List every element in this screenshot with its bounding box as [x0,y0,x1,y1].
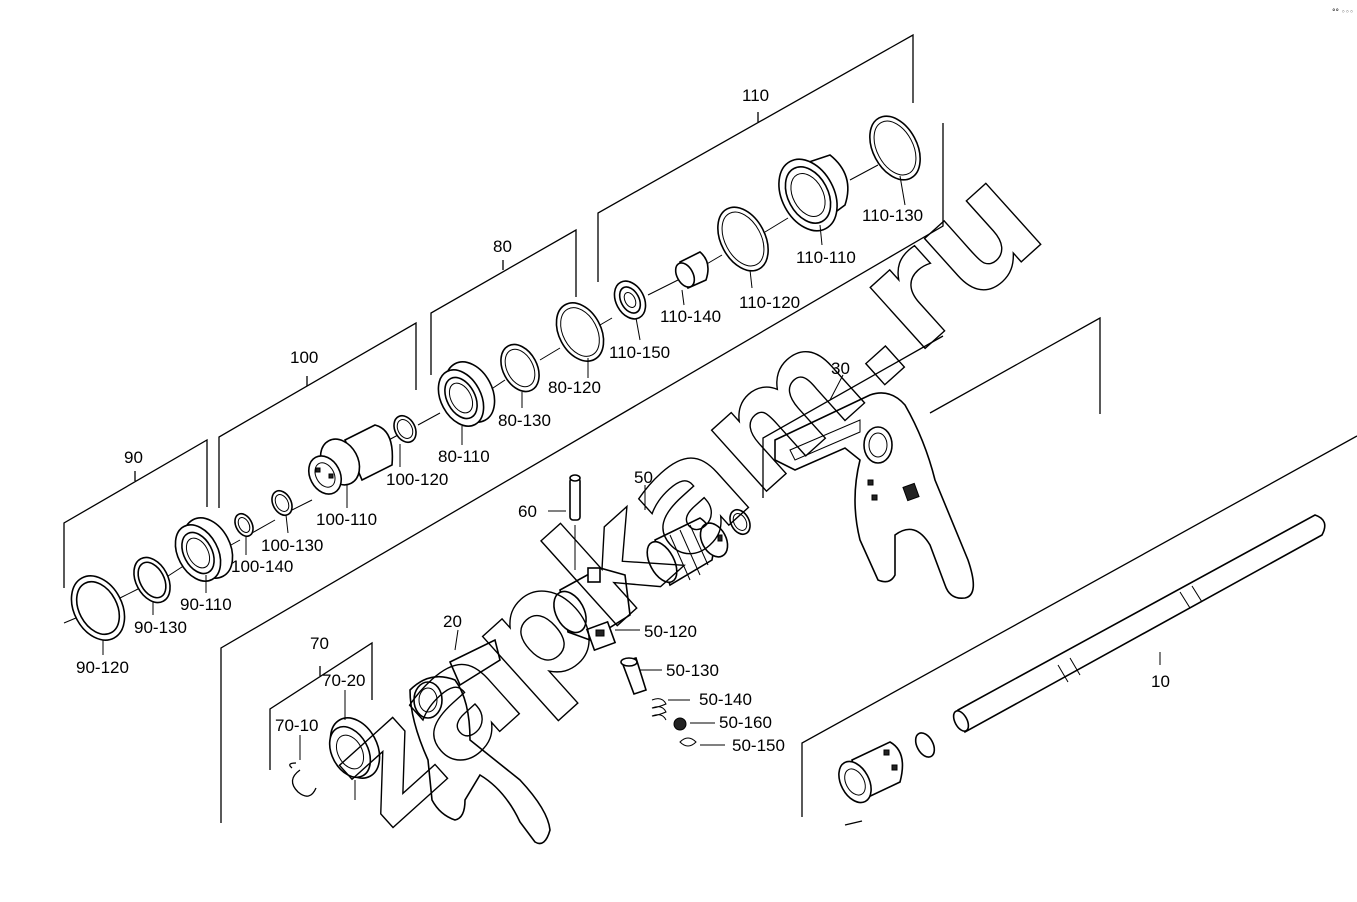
label-100-110: 100-110 [316,510,377,529]
label-100-120: 100-120 [386,470,448,489]
group-100-bracket [218,321,417,508]
part-50-140-spring [651,698,667,721]
label-70-20: 70-20 [322,671,365,690]
part-90-130-ring [133,556,171,604]
label-10: 10 [1151,672,1170,691]
label-50-130: 50-130 [666,661,719,680]
label-80-110: 80-110 [438,447,490,466]
label-90-120: 90-120 [76,658,129,677]
part-30-shift-fork [774,392,975,600]
part-20-shift-fork [409,638,551,845]
watermark: zapkam.ru [296,133,1075,858]
leader-lines [102,175,1161,800]
part-50-housing [553,567,631,641]
group-90-bracket [63,438,208,588]
part-70-20-bearing [328,717,381,779]
part-110-150-seal [613,280,647,320]
label-50: 50 [634,468,653,487]
label-50-140: 50-140 [699,690,752,709]
label-110-150: 110-150 [609,343,670,362]
label-80-130: 80-130 [498,411,551,430]
part-100-120-ring [393,414,417,444]
part-50-150-clip [679,737,697,747]
part-50-snap-ring [729,508,751,536]
label-110: 110 [742,86,769,105]
group-10-bracket [801,435,1357,826]
part-10-shaft [952,514,1326,734]
part-80-130-ring [500,343,540,393]
label-50-160: 50-160 [719,713,772,732]
part-60-pin [569,474,581,570]
label-70: 70 [310,634,329,653]
label-110-110: 110-110 [796,248,856,267]
part-110-120-ring [717,206,769,272]
corner-mark: °° ◦◦◦ [1332,8,1354,16]
label-90-130: 90-130 [134,618,187,637]
part-50-160-ball [673,717,687,731]
part-100-110-sleeve [307,424,394,495]
part-50-sleeve [646,517,729,587]
label-30: 30 [831,359,850,378]
part-90-120-ring [70,575,126,641]
label-110-140: 110-140 [660,307,721,326]
part-110-110-bearing [778,154,849,232]
part-110-140-bushing [674,251,709,290]
label-50-150: 50-150 [732,736,785,755]
label-70-10: 70-10 [275,716,318,735]
part-80-110-bearing [437,361,496,427]
group-110-bracket [597,33,914,282]
part-10-snap-ring [914,732,936,758]
labels: 110 110-130 110-110 110-120 110-140 110-… [76,86,1170,755]
label-20: 20 [443,612,462,631]
label-100: 100 [290,348,318,367]
group-70-bracket [269,641,373,770]
label-100-130: 100-130 [261,536,323,555]
part-90-110-bearing [174,517,234,582]
group-80-bracket [430,228,577,375]
part-80-120-ring [555,302,605,362]
part-50-130-plunger [620,657,647,696]
part-110-130-ring [869,115,921,181]
part-100-130-ring [271,489,293,517]
label-80-120: 80-120 [548,378,601,397]
label-60: 60 [518,502,537,521]
part-10-detent-sleeve [838,741,904,804]
part-100-140-ring [234,512,254,538]
label-80: 80 [493,237,512,256]
label-110-120: 110-120 [739,293,800,312]
part-50-120-block [585,620,617,652]
label-50-120: 50-120 [644,622,697,641]
label-90-110: 90-110 [180,595,232,614]
label-110-130: 110-130 [862,206,923,225]
label-90: 90 [124,448,143,467]
part-70-10-clip [289,762,317,797]
label-100-140: 100-140 [231,557,293,576]
group-main-box [220,123,1101,823]
